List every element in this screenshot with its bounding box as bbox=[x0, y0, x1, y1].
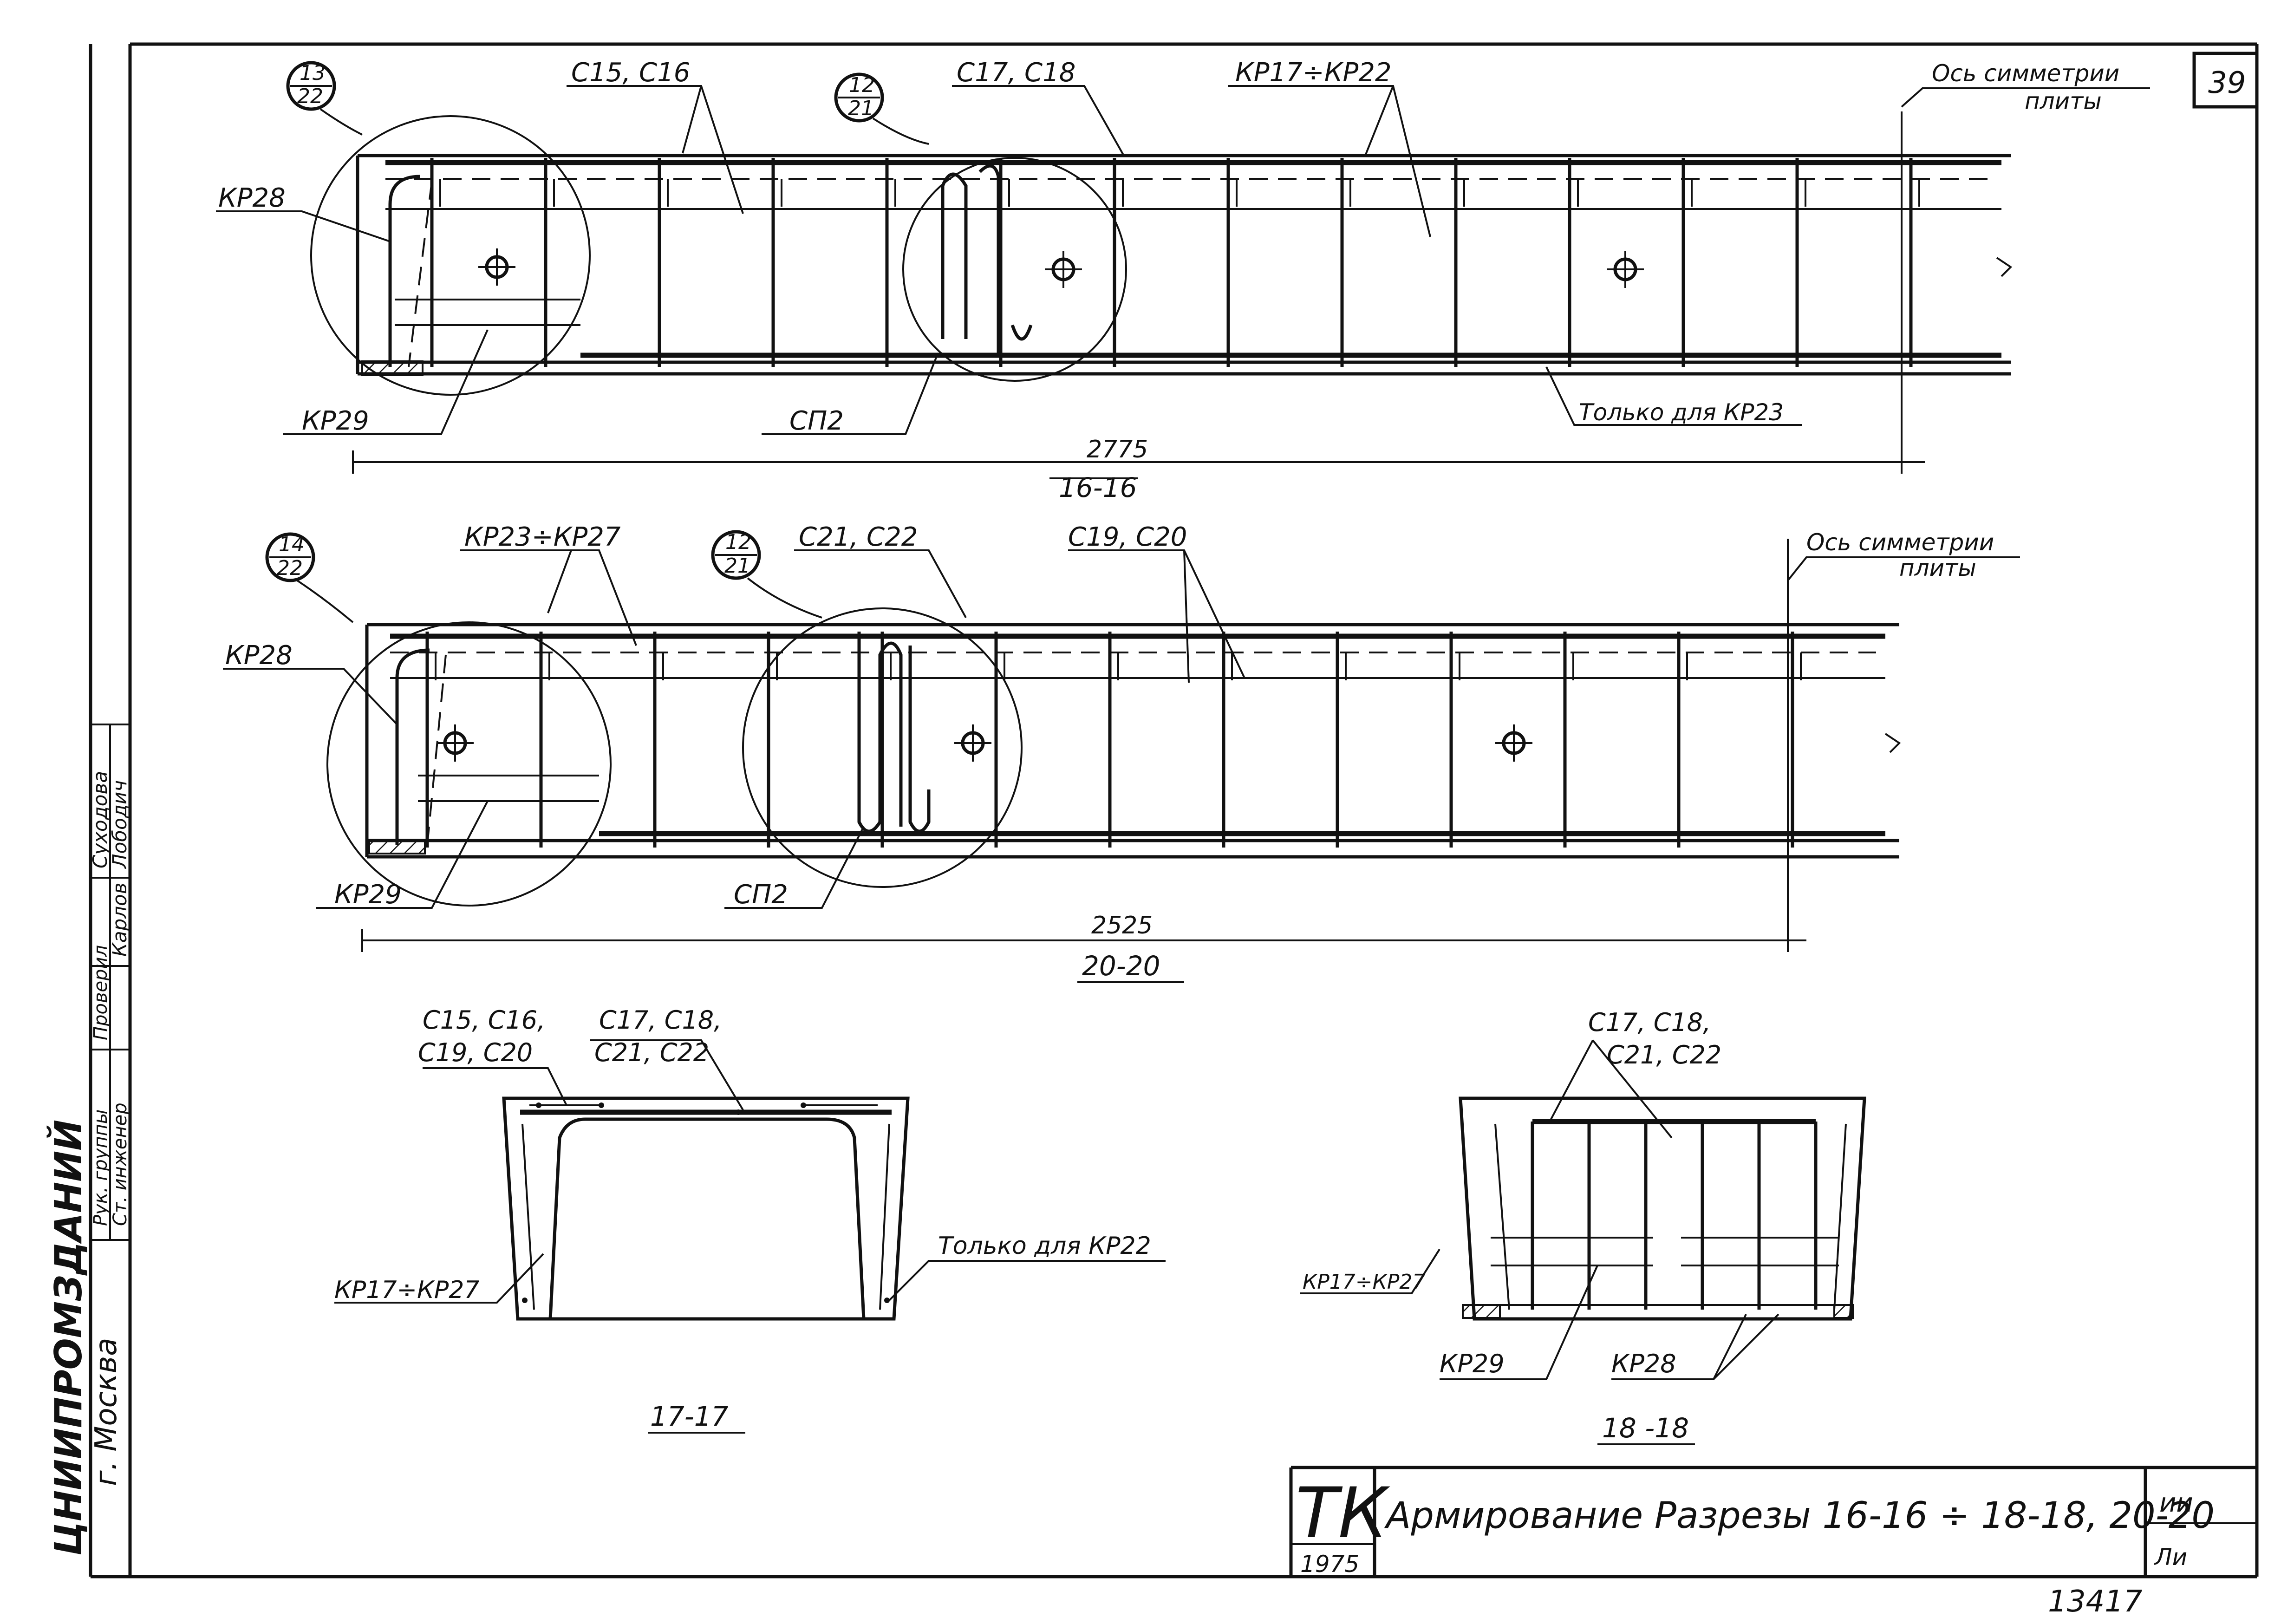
label-17-top-right-1: С17, С18, bbox=[599, 1005, 722, 1035]
label-20-kp29: КР29 bbox=[334, 880, 402, 910]
label-18-kp28: КР28 bbox=[1611, 1349, 1676, 1378]
sheet-mark-2: Ли bbox=[2154, 1544, 2187, 1571]
dimension-20: 2525 bbox=[1091, 912, 1153, 939]
callout-20b-bottom: 21 bbox=[724, 554, 750, 578]
label-20-c19-c20: С19, С20 bbox=[1068, 522, 1187, 552]
section-16-drawing bbox=[216, 61, 2150, 479]
sheet-frame bbox=[89, 42, 2259, 1578]
label-16-only: Только для КР23 bbox=[1579, 399, 1784, 426]
label-18-kp: КР17÷КР27 bbox=[1303, 1270, 1425, 1294]
role-3: Проверил bbox=[90, 945, 111, 1040]
callout-20a-bottom: 22 bbox=[277, 556, 303, 580]
organization-city: г. Москва bbox=[89, 1338, 124, 1486]
series-code: ТК bbox=[1296, 1473, 1390, 1554]
dimension-16: 2775 bbox=[1087, 436, 1148, 463]
section-17-drawing bbox=[334, 1039, 1166, 1434]
section-18-title: 18 -18 bbox=[1602, 1412, 1689, 1444]
name-2: Лободич bbox=[108, 780, 131, 869]
section-18-drawing bbox=[1300, 1039, 1866, 1445]
callout-16b-bottom: 21 bbox=[848, 97, 874, 120]
title-block bbox=[1289, 1466, 2257, 1577]
callout-16a-top: 13 bbox=[300, 61, 326, 85]
role-2: Ст. инженер bbox=[110, 1102, 131, 1226]
drawing-title: Армирование Разрезы 16-16 ÷ 18-18, 20-20 bbox=[1384, 1495, 2215, 1537]
role-1: Рук. группы bbox=[90, 1109, 111, 1226]
label-18-top-1: С17, С18, bbox=[1588, 1008, 1711, 1037]
label-20-kp23-kp27: КР23÷КР27 bbox=[464, 522, 621, 552]
label-16-kp29: КР29 bbox=[302, 406, 369, 436]
label-20-kp28: КР28 bbox=[225, 640, 293, 671]
label-18-top-2: С21, С22 bbox=[1607, 1040, 1721, 1070]
label-17-kp: КР17÷КР27 bbox=[334, 1276, 479, 1304]
organization-name: ЦНИИПРОМЗДАНИЙ bbox=[46, 1120, 90, 1556]
label-16-kp28: КР28 bbox=[218, 183, 286, 213]
label-16-kp17-kp22: КР17÷КР22 bbox=[1235, 58, 1392, 88]
label-16-c17-c18: С17, С18 bbox=[957, 58, 1075, 88]
label-17-top-left-1: С15, С16, bbox=[423, 1005, 545, 1035]
label-16-axis: Ось симметрии bbox=[1932, 60, 2119, 87]
sheet-number: 39 bbox=[2208, 66, 2246, 100]
signature-stamp: Рук. группы Ст. инженер Проверил Суходов… bbox=[89, 724, 131, 1241]
name-1: Суходова bbox=[89, 771, 111, 868]
label-17-top-right-2: С21, С22 bbox=[594, 1038, 709, 1067]
callout-20b-top: 12 bbox=[725, 530, 751, 554]
label-20-axis2: плиты bbox=[1899, 554, 1976, 581]
series-year: 1975 bbox=[1300, 1551, 1359, 1578]
section-20-title: 20-20 bbox=[1082, 950, 1160, 982]
label-20-sp2: СП2 bbox=[734, 880, 788, 910]
label-18-kp29: КР29 bbox=[1440, 1349, 1505, 1378]
label-17-top-left-2: С19, С20 bbox=[418, 1038, 533, 1067]
label-17-only: Только для КР22 bbox=[938, 1232, 1151, 1260]
name-3: Карлов bbox=[108, 882, 131, 957]
label-20-c21-c22: С21, С22 bbox=[799, 522, 918, 552]
archive-number: 13417 bbox=[2048, 1585, 2143, 1619]
callout-16a-bottom: 22 bbox=[297, 85, 323, 108]
label-16-c15-c16: С15, С16 bbox=[571, 58, 690, 88]
label-20-axis: Ось симметрии bbox=[1806, 529, 1994, 556]
callout-16b-top: 12 bbox=[849, 73, 875, 97]
label-16-axis2: плиты bbox=[2025, 88, 2102, 115]
label-16-sp2: СП2 bbox=[789, 406, 844, 436]
sheet-mark: ии bbox=[2159, 1488, 2193, 1518]
section-20-drawing bbox=[223, 530, 2020, 983]
section-17-title: 17-17 bbox=[650, 1401, 729, 1432]
callout-20a-top: 14 bbox=[279, 533, 305, 556]
section-16-title: 16-16 bbox=[1059, 472, 1137, 503]
